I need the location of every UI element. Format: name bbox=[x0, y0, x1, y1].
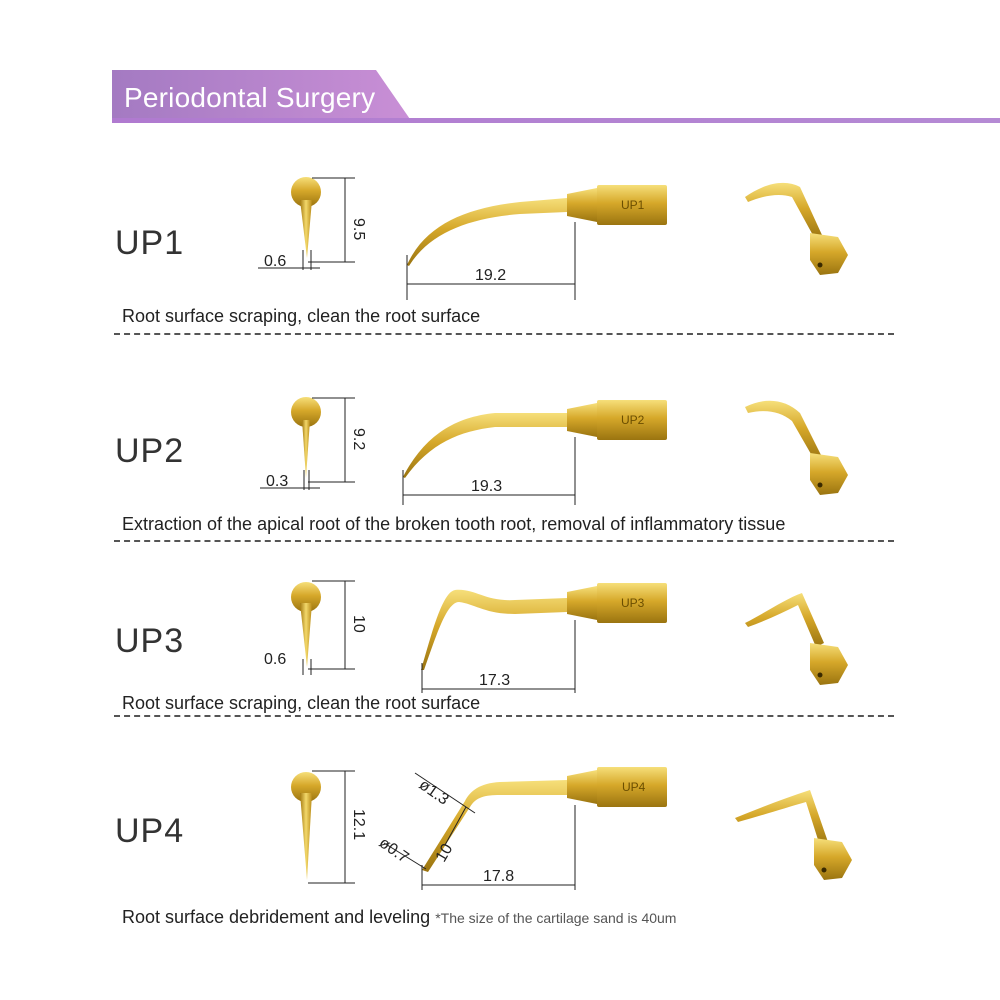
front-view-diagram: 10 0.6 bbox=[264, 580, 367, 675]
height-dim: 9.2 bbox=[350, 428, 367, 450]
front-view-diagram: 9.5 0.6 bbox=[258, 177, 367, 270]
tip-engraving: UP3 bbox=[621, 596, 645, 610]
model-label: UP1 bbox=[115, 224, 185, 262]
bend-length-dim: 10 bbox=[433, 841, 457, 865]
section-divider bbox=[114, 715, 894, 717]
side-view-diagram: UP1 19.2 bbox=[406, 185, 667, 300]
height-dim: 12.1 bbox=[350, 809, 367, 840]
length-dim: 19.3 bbox=[471, 478, 502, 495]
height-dim: 10 bbox=[350, 615, 367, 633]
tip-description: Root surface scraping, clean the root su… bbox=[122, 693, 481, 713]
side-view-diagram: UP2 19.3 bbox=[402, 400, 667, 505]
section-divider bbox=[114, 333, 894, 335]
tip-engraving: UP2 bbox=[621, 413, 645, 427]
tip-width-dim: 0.6 bbox=[264, 253, 286, 270]
side-view-diagram: UP4 ø1.3 ø0.7 10 17.8 bbox=[376, 767, 667, 890]
length-dim: 19.2 bbox=[475, 267, 506, 284]
model-label: UP4 bbox=[115, 812, 185, 850]
tip-engraving: UP1 bbox=[621, 198, 645, 212]
tip-description: Extraction of the apical root of the bro… bbox=[122, 514, 786, 534]
tip-width-dim: 0.3 bbox=[266, 473, 288, 490]
tip-description: Root surface debridement and leveling *T… bbox=[122, 907, 677, 927]
diameter-dim: ø0.7 bbox=[376, 834, 412, 866]
product-render bbox=[745, 593, 848, 685]
tip-width-dim: 0.6 bbox=[264, 651, 286, 668]
height-dim: 9.5 bbox=[350, 218, 367, 240]
model-label: UP3 bbox=[115, 622, 185, 660]
length-dim: 17.8 bbox=[483, 868, 514, 885]
header-banner bbox=[112, 70, 412, 122]
diameter-dim: ø1.3 bbox=[416, 776, 452, 808]
front-view-diagram: 12.1 bbox=[291, 770, 367, 884]
model-label: UP2 bbox=[115, 432, 185, 470]
tip-description: Root surface scraping, clean the root su… bbox=[122, 306, 481, 326]
product-render bbox=[745, 182, 848, 275]
header-underline bbox=[112, 118, 1000, 123]
side-view-diagram: UP3 17.3 bbox=[421, 583, 667, 693]
page-title: Periodontal Surgery bbox=[124, 82, 376, 113]
product-render bbox=[745, 400, 848, 495]
front-view-diagram: 9.2 0.3 bbox=[260, 397, 367, 490]
section-divider bbox=[114, 540, 894, 542]
tip-engraving: UP4 bbox=[622, 780, 646, 794]
product-render bbox=[735, 790, 852, 880]
tip-note: *The size of the cartilage sand is 40um bbox=[435, 910, 677, 926]
length-dim: 17.3 bbox=[479, 672, 510, 689]
